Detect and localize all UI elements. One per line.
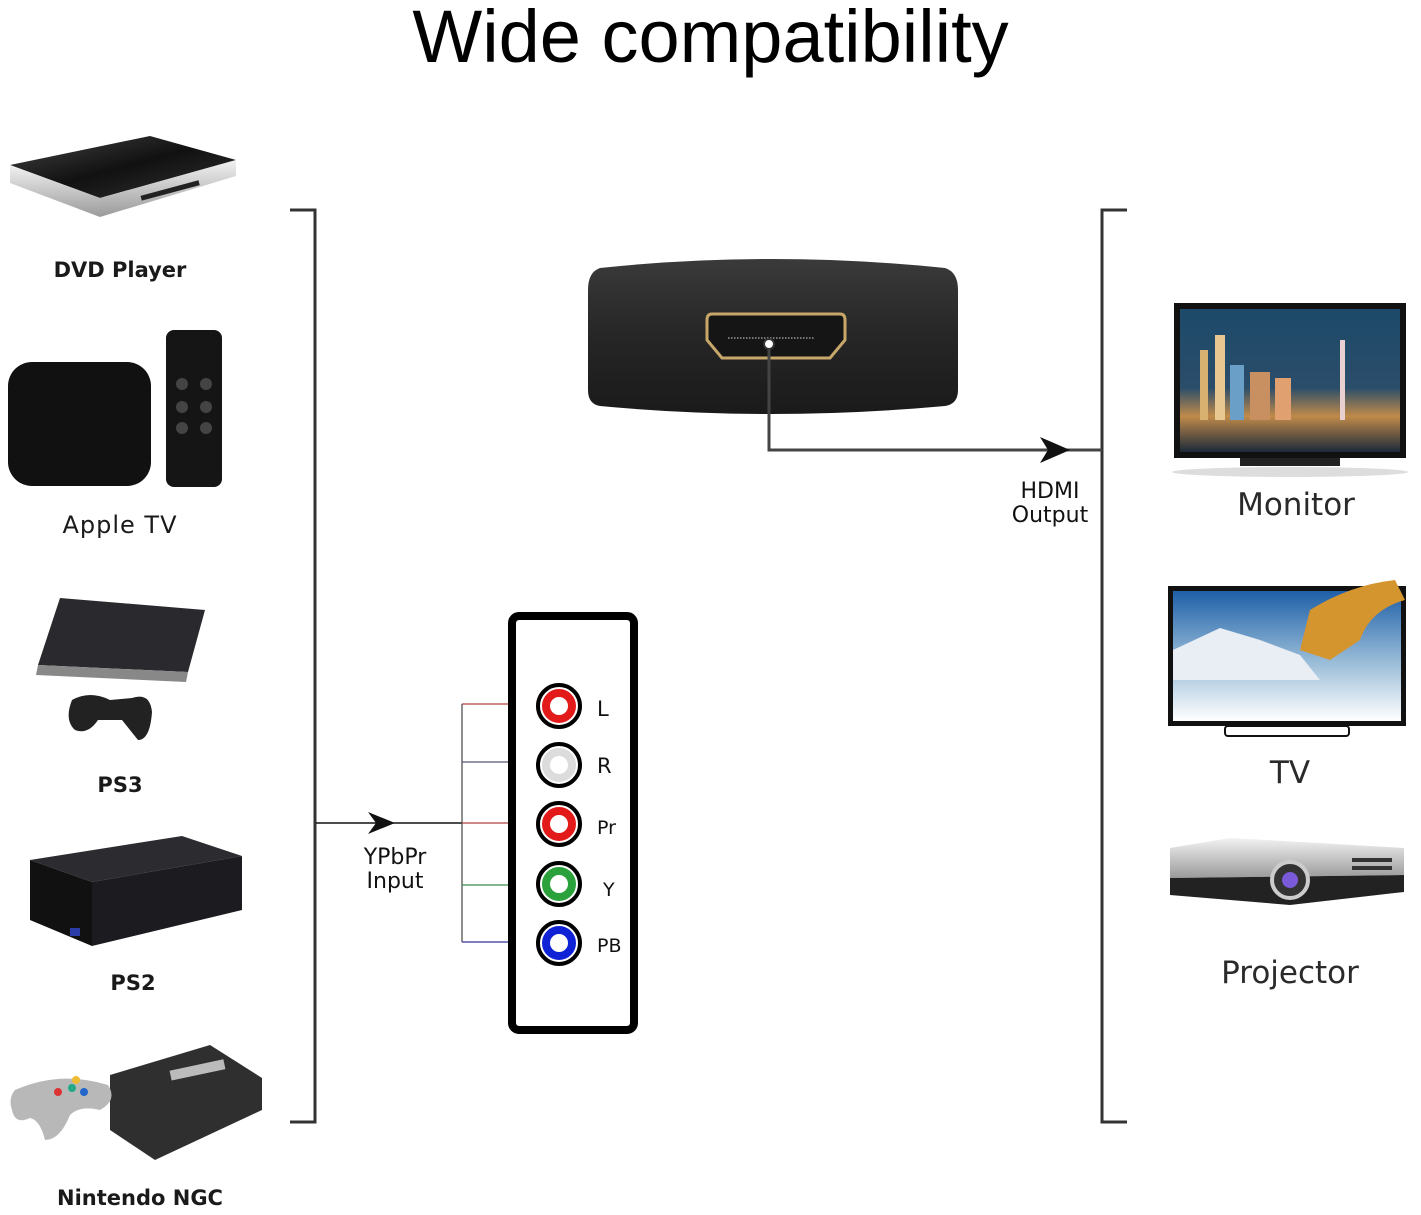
display-label-monitor: Monitor: [1237, 487, 1355, 523]
rca-port-r-icon: [536, 742, 582, 788]
port-label-pr: Pr: [597, 817, 616, 839]
input-label-line1: YPbPr: [363, 845, 427, 870]
ps3-console-icon: [36, 598, 205, 740]
input-label-line2: Input: [366, 869, 424, 894]
input-label: YPbPr Input: [340, 846, 450, 894]
ps2-console-icon: [30, 836, 242, 946]
source-label-dvd-player: DVD Player: [53, 258, 187, 282]
monitor-icon: [1172, 303, 1408, 477]
source-label-nintendo: Nintendo NGC: [57, 1186, 223, 1210]
tv-icon: [1168, 580, 1406, 737]
dvd-player-icon: [10, 136, 236, 217]
source-label-ps2: PS2: [110, 971, 156, 995]
port-label-y: Y: [603, 879, 615, 901]
input-arrow: [316, 812, 462, 834]
rca-port-pb-icon: [536, 920, 582, 966]
source-bracket: [290, 208, 317, 1124]
display-label-tv: TV: [1269, 755, 1311, 791]
apple-tv-icon: [8, 330, 222, 487]
nintendo-console-icon: [10, 1045, 262, 1160]
hdmi-adapter-icon: [588, 259, 958, 414]
port-label-r: R: [597, 754, 612, 778]
output-arrow: [767, 349, 1102, 463]
rca-port-l-icon: [536, 683, 582, 729]
display-label-projector: Projector: [1221, 955, 1359, 991]
output-label-line1: HDMI: [1020, 479, 1080, 504]
rca-port-y-icon: [536, 861, 582, 907]
projector-icon: [1170, 838, 1404, 905]
source-label-apple-tv: Apple TV: [62, 511, 178, 539]
port-label-l: L: [597, 697, 609, 721]
source-label-ps3: PS3: [97, 773, 143, 797]
page-title: Wide compatibility: [412, 0, 1009, 78]
output-label-line2: Output: [1011, 503, 1089, 528]
port-label-pb: PB: [597, 935, 622, 957]
rca-port-pr-icon: [536, 801, 582, 847]
output-label: HDMI Output: [995, 480, 1105, 528]
display-bracket: [1100, 208, 1127, 1124]
